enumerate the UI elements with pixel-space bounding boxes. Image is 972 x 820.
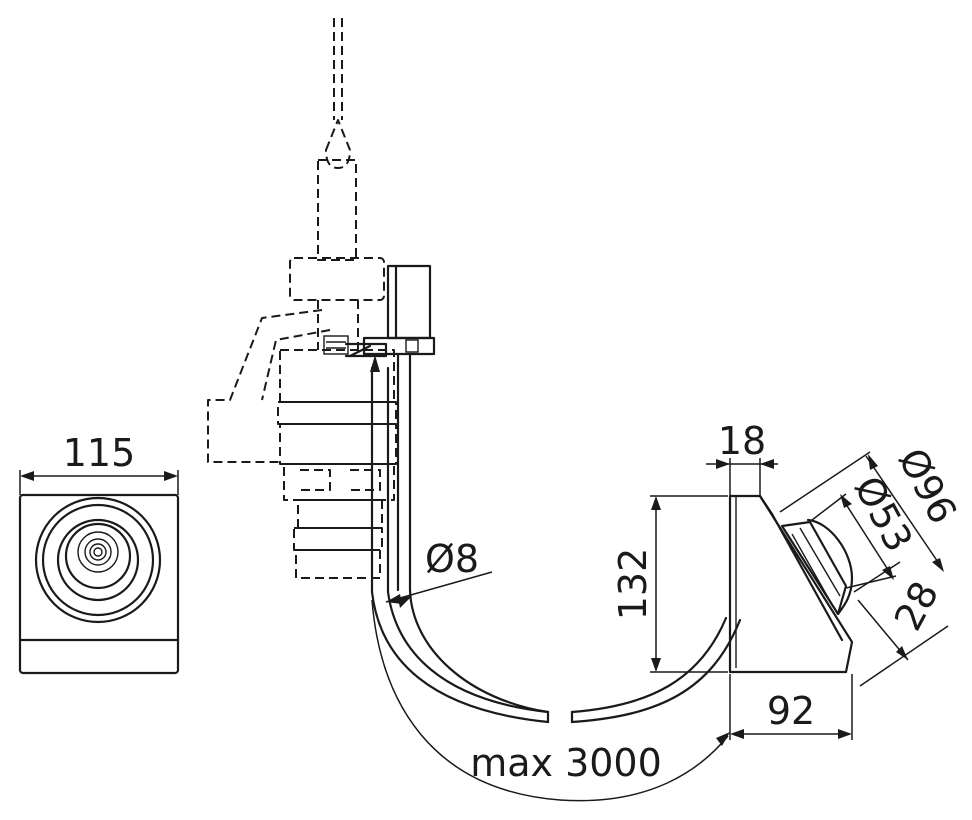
front-view xyxy=(18,493,180,675)
dimension-button-width: 92 xyxy=(729,674,853,740)
dimension-tube-diameter: Ø8 xyxy=(385,537,493,608)
label-button-width: 92 xyxy=(767,689,815,733)
label-width-front: 115 xyxy=(63,431,136,475)
hose xyxy=(370,352,742,724)
label-offset: 28 xyxy=(886,574,948,637)
label-button-depth: 18 xyxy=(718,419,766,463)
dimension-button-height: 132 xyxy=(611,495,728,673)
dimension-offset: 28 xyxy=(853,561,948,661)
label-hose-length: max 3000 xyxy=(470,741,662,785)
cistern-valve-outline xyxy=(207,18,397,579)
label-button-height: 132 xyxy=(611,548,655,621)
flush-button-side xyxy=(728,494,854,674)
dimension-width-front: 115 xyxy=(19,431,179,495)
valve-connector xyxy=(323,335,388,358)
label-tube-diameter: Ø8 xyxy=(425,537,479,581)
mounting-bracket xyxy=(362,264,436,356)
dimension-hose-length: max 3000 xyxy=(371,599,730,802)
dimension-button-depth: 18 xyxy=(706,419,778,496)
